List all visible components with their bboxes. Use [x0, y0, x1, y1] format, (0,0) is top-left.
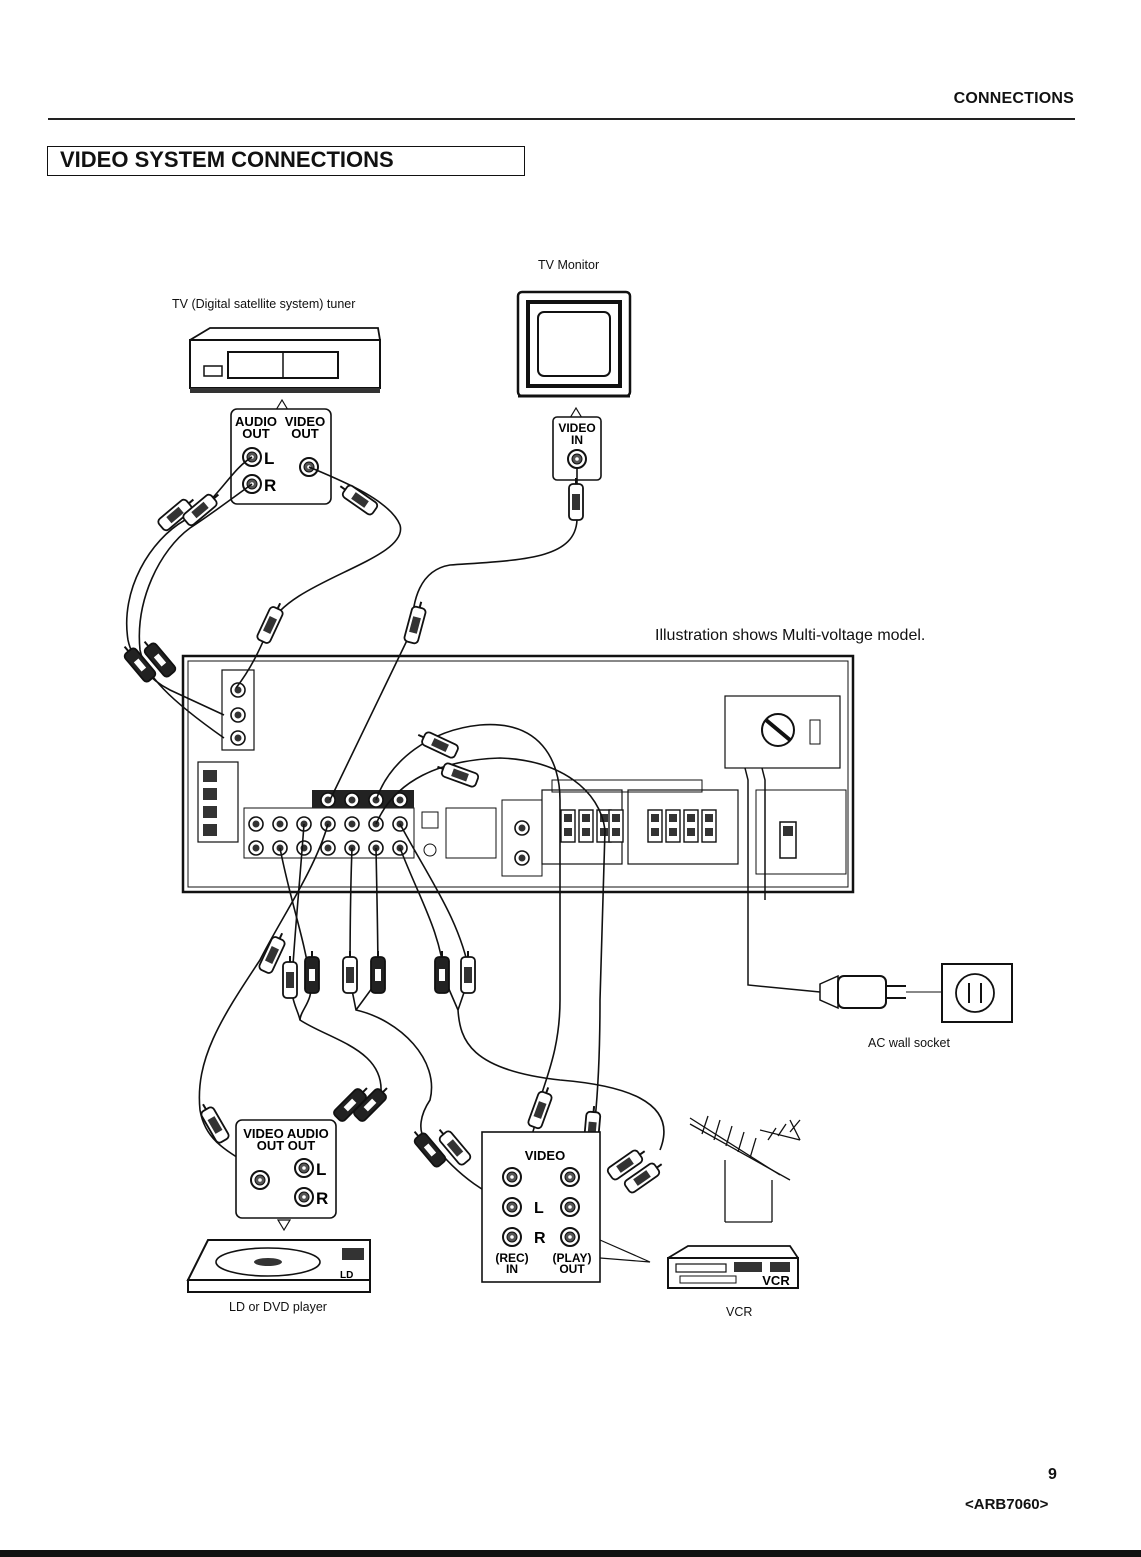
vcr-l-label: L	[534, 1200, 544, 1217]
bottom-bar	[0, 1550, 1141, 1557]
audio-out-label-2: OUT	[242, 426, 270, 441]
tuner	[190, 328, 380, 393]
vcr-audio-r-out-jack	[561, 1228, 579, 1246]
tuner-r-label: R	[264, 476, 276, 495]
vcr-audio-r-in-jack	[503, 1228, 521, 1246]
vcr-video-out-jack	[561, 1168, 579, 1186]
vcr-video-label: VIDEO	[525, 1148, 565, 1163]
ld-r-label: R	[316, 1189, 328, 1208]
ld-audio-r-jack	[295, 1188, 313, 1206]
out-out-label: OUT OUT	[257, 1138, 316, 1153]
ld-l-label: L	[316, 1160, 326, 1179]
ac-wall-socket	[942, 964, 1012, 1022]
ld-audio-l-jack	[295, 1159, 313, 1177]
vcr-video-in-jack	[503, 1168, 521, 1186]
tv-video-in-jack	[568, 450, 586, 468]
ac-plug	[820, 976, 906, 1008]
page-number: 9	[1048, 1466, 1057, 1484]
vcr-audio-l-out-jack	[561, 1198, 579, 1216]
out-label: OUT	[559, 1262, 585, 1276]
ld-dvd-player: LD	[188, 1240, 370, 1292]
video-in-label-2: IN	[571, 433, 583, 447]
svg-text:LD: LD	[340, 1270, 353, 1281]
antenna	[690, 1116, 800, 1222]
vcr-r-label: R	[534, 1230, 546, 1247]
vcr-badge: VCR	[762, 1273, 790, 1288]
receiver-rear-panel	[183, 656, 853, 892]
tuner-l-label: L	[264, 449, 274, 468]
ld-video-out-jack	[251, 1171, 269, 1189]
vcr-audio-l-in-jack	[503, 1198, 521, 1216]
document-code: <ARB7060>	[965, 1496, 1048, 1513]
in-label: IN	[506, 1262, 518, 1276]
tv-monitor	[518, 292, 630, 396]
video-out-label-2: OUT	[291, 426, 319, 441]
